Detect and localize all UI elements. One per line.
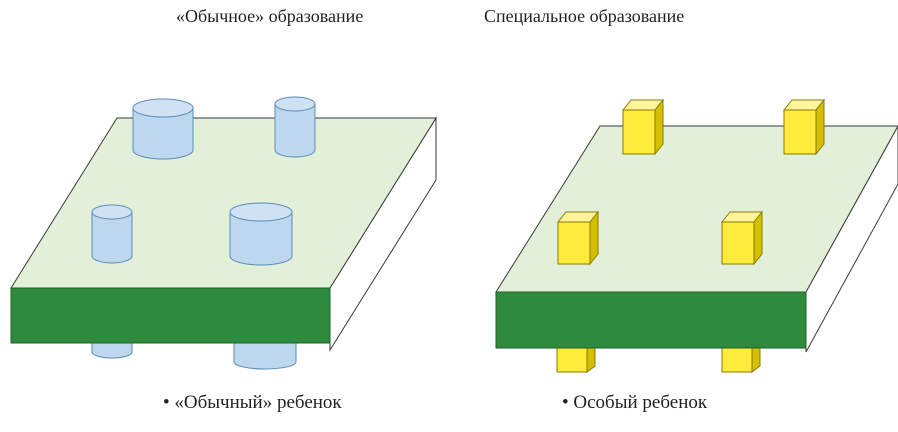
board-special [495,98,898,373]
block-top-3 [556,210,600,266]
board-regular [10,96,437,370]
cylinder-top-4 [229,202,293,266]
title-special-education: Специальное образование [484,6,685,26]
board-front [10,287,331,344]
block-top-1 [621,98,665,156]
block-top-2 [782,98,826,156]
block-top-4 [720,210,764,266]
caption-regular-child: • «Обычный» ребенок [163,392,342,413]
caption-special-child: • Особый ребенок [562,392,708,413]
cylinder-top-1 [132,98,194,160]
board-front [495,291,807,349]
cylinder-top-3 [91,204,133,264]
cylinder-top-2 [274,96,316,158]
title-regular-education: «Обычное» образование [176,6,364,26]
cylinder-under-right [233,339,297,370]
block-under-left [556,339,596,373]
